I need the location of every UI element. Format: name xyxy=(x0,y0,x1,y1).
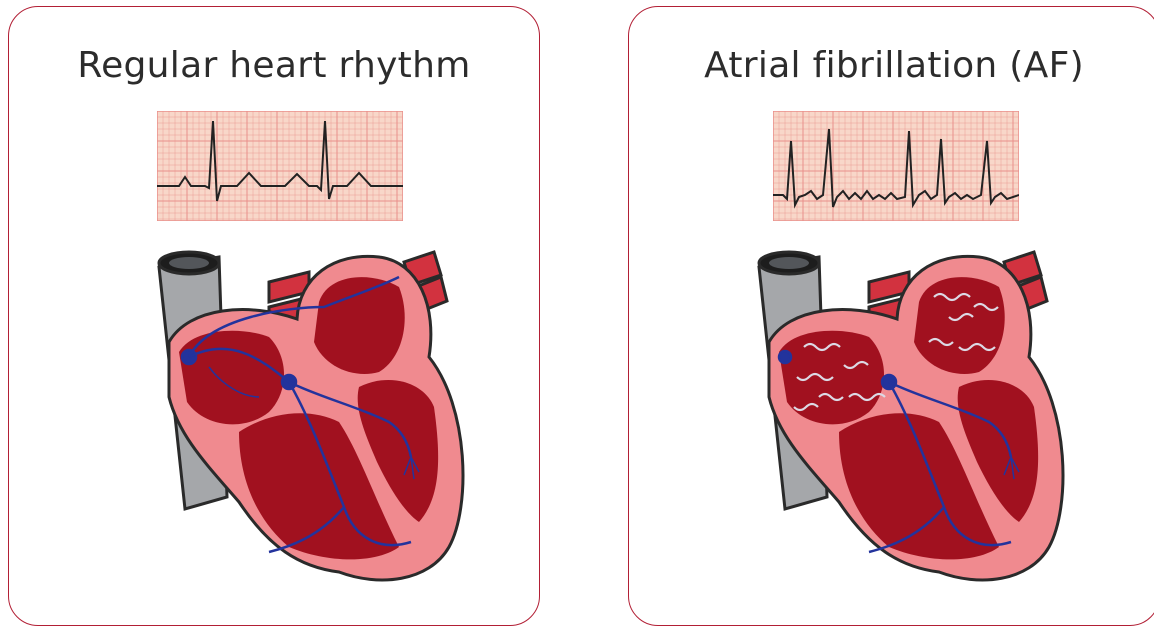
heart-diagram-af xyxy=(749,247,1079,587)
panel-atrial-fibrillation: Atrial fibrillation (AF) xyxy=(628,6,1154,626)
panel-title-regular: Regular heart rhythm xyxy=(9,45,539,86)
left-atrium-chamber xyxy=(314,277,405,374)
ecg-grid xyxy=(773,111,1019,221)
right-atrium-chamber xyxy=(179,331,284,425)
ecg-strip-regular xyxy=(157,111,403,221)
panel-regular-rhythm: Regular heart rhythm xyxy=(8,6,540,626)
ecg-strip-af xyxy=(773,111,1019,221)
heart-diagram-regular xyxy=(149,247,479,587)
ecg-grid xyxy=(157,111,403,221)
sa-node xyxy=(779,351,791,363)
panel-title-af: Atrial fibrillation (AF) xyxy=(629,45,1154,86)
left-atrium-chamber xyxy=(914,277,1005,374)
